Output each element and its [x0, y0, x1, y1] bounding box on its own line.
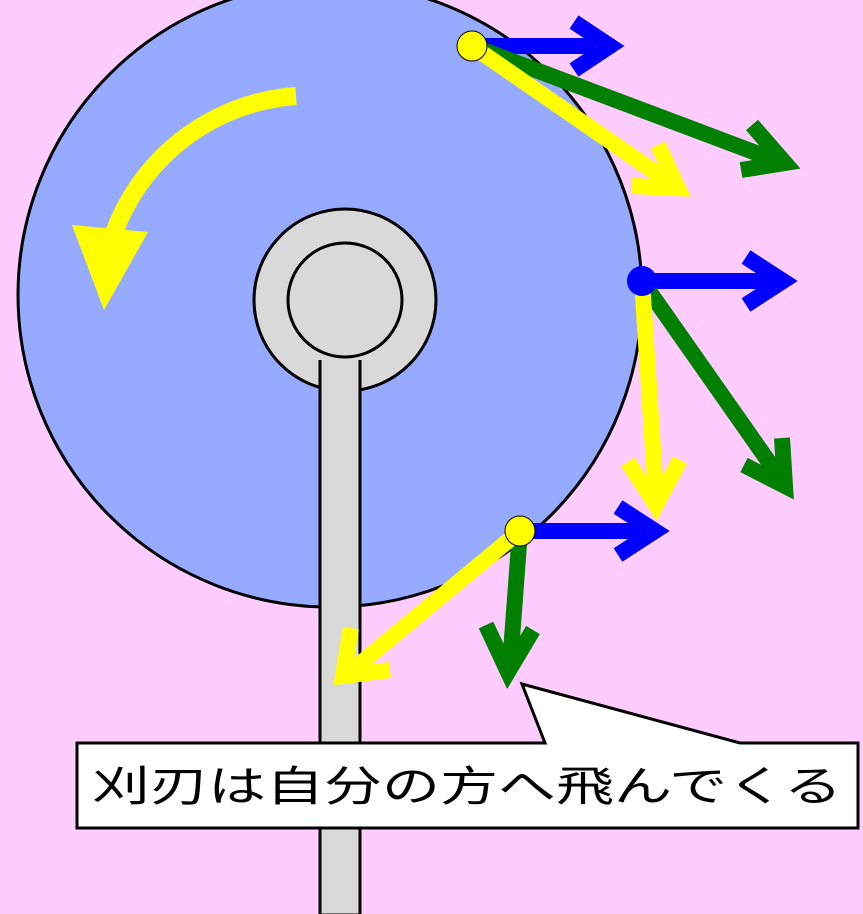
counterclockwise-arrow-icon [72, 87, 297, 310]
contact-point-top [456, 30, 488, 62]
callout: 刈刃は自分の方へ飛んでくる [75, 681, 860, 830]
force-vectors-bottom [333, 500, 670, 690]
contact-point-bottom [504, 515, 536, 547]
callout-text: 刈刃は自分の方へ飛んでくる [92, 762, 842, 811]
hub-inner [286, 241, 404, 359]
force-vectors-top [456, 15, 801, 197]
force-vectors-right [621, 250, 798, 521]
contact-point-right [627, 266, 657, 296]
